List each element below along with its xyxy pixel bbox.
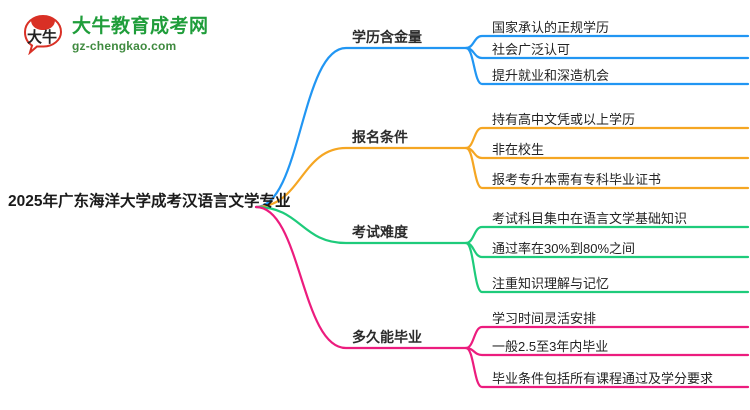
mindmap-leaf-label-3-1: 考试科目集中在语言文学基础知识 <box>492 211 688 226</box>
mindmap-leaf-label-1-1: 国家承认的正规学历 <box>492 20 610 35</box>
mindmap-branch-label-1: 学历含金量 <box>352 29 422 45</box>
logo-site-name: 大牛教育成考网 <box>72 15 209 37</box>
mindmap-leaf-label-3-3: 注重知识理解与记忆 <box>492 276 610 291</box>
mindmap-leaf-label-3-2: 通过率在30%到80%之间 <box>492 241 636 256</box>
mindmap-branch-label-3: 考试难度 <box>352 224 408 240</box>
logo-mark-icon: 大牛 <box>22 13 64 56</box>
mindmap-leaf-label-4-1: 学习时间灵活安排 <box>492 311 597 326</box>
mindmap-leaf-label-1-2: 社会广泛认可 <box>492 42 571 57</box>
svg-text:大牛: 大牛 <box>27 28 57 46</box>
mindmap-leaf-label-1-3: 提升就业和深造机会 <box>492 68 610 83</box>
mindmap-leaf-label-2-3: 报考专升本需有专科毕业证书 <box>492 172 662 187</box>
mindmap-leaf-label-2-1: 持有高中文凭或以上学历 <box>492 112 636 127</box>
mindmap-branch-label-2: 报名条件 <box>352 129 408 145</box>
mindmap-root-title: 2025年广东海洋大学成考汉语言文学专业 <box>8 193 291 210</box>
mindmap-leaf-label-4-2: 一般2.5至3年内毕业 <box>492 339 609 354</box>
mindmap-leaf-label-4-3: 毕业条件包括所有课程通过及学分要求 <box>492 371 714 386</box>
site-logo: 大牛 大牛教育成考网 gz-chengkao.com <box>22 10 252 58</box>
mindmap-branch-label-4: 多久能毕业 <box>352 329 422 345</box>
logo-site-url: gz-chengkao.com <box>72 38 177 53</box>
mindmap-leaf-label-2-2: 非在校生 <box>492 142 545 157</box>
